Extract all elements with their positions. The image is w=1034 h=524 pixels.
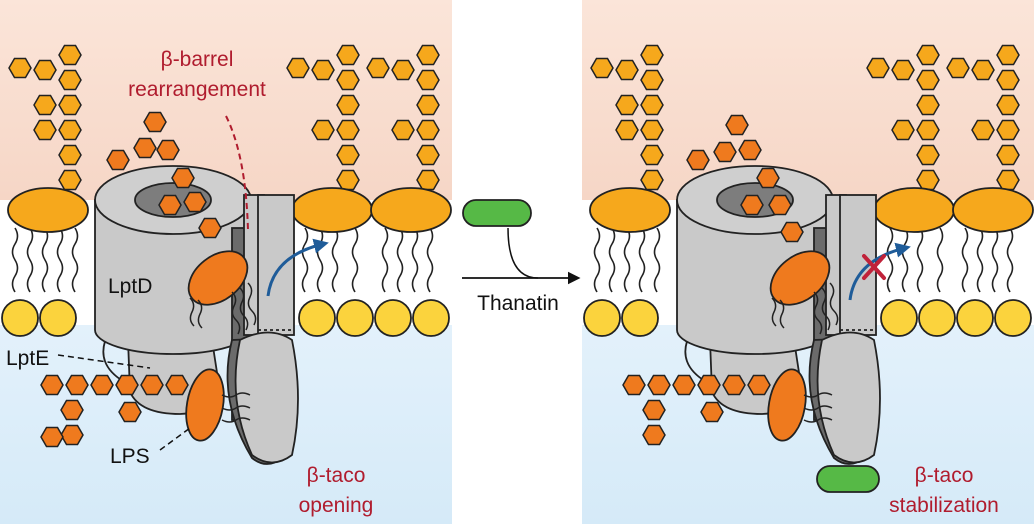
lps-lipid-heads-right bbox=[589, 187, 1034, 233]
beta-taco-open bbox=[226, 331, 299, 465]
label-lpte: LptE bbox=[6, 347, 49, 370]
lptd-barrel-left bbox=[94, 165, 295, 421]
label-lps: LPS bbox=[110, 445, 150, 468]
label-thanatin: Thanatin bbox=[477, 292, 559, 315]
curved-arrow-icon bbox=[848, 242, 911, 301]
bound-lps-tails-right bbox=[771, 282, 839, 423]
label-barrel-line1: β-barrel bbox=[161, 48, 234, 71]
thanatin-arrow-group: Thanatin bbox=[462, 199, 581, 315]
label-taco-opening-line2: opening bbox=[299, 494, 374, 517]
barrel-pointer bbox=[225, 115, 249, 232]
lps-lipid-heads-left bbox=[7, 187, 452, 233]
lipid-tails-right bbox=[593, 227, 1014, 293]
lps-pointer bbox=[159, 427, 191, 451]
x-mark-icon bbox=[862, 254, 886, 280]
label-taco-opening-line1: β-taco bbox=[307, 464, 366, 487]
label-lptd: LptD bbox=[108, 275, 152, 298]
curved-arrow-icon bbox=[266, 238, 329, 297]
label-barrel-line2: rearrangement bbox=[128, 78, 266, 101]
left-panel: β-barrel rearrangement LptD LptE LPS β-t… bbox=[1, 44, 452, 517]
bound-thanatin-icon bbox=[816, 465, 880, 493]
bound-lps-tails-left bbox=[189, 282, 257, 423]
right-panel: β-taco stabilization bbox=[583, 44, 1034, 517]
beta-taco-closed bbox=[808, 331, 881, 465]
lpte-pointer bbox=[57, 354, 151, 369]
bound-lps-right bbox=[767, 250, 831, 442]
label-taco-stabilization-line2: stabilization bbox=[889, 494, 999, 517]
phospholipid-heads-right bbox=[583, 299, 1032, 337]
thanatin-peptide-icon bbox=[462, 199, 532, 227]
phospholipid-heads-left bbox=[1, 299, 450, 337]
label-taco-stabilization-line1: β-taco bbox=[915, 464, 974, 487]
lipid-tails-left bbox=[11, 227, 434, 293]
